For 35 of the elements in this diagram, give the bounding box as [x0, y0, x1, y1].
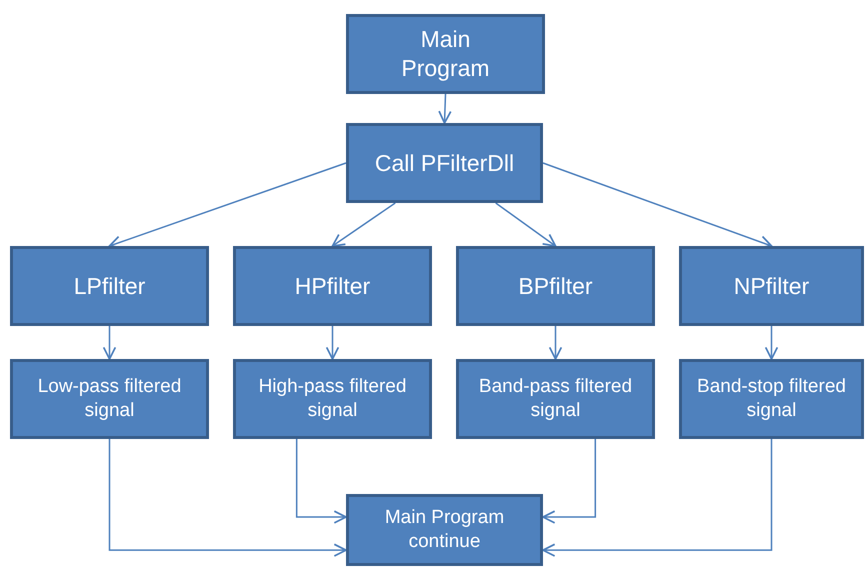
box-label: Low-pass filtered signal	[36, 375, 182, 423]
arrow	[326, 326, 340, 360]
arrow	[108, 439, 347, 557]
process-box	[346, 494, 543, 566]
arrow	[495, 202, 556, 247]
process-box	[679, 246, 864, 326]
process-box	[346, 14, 545, 94]
process-box	[346, 123, 543, 203]
arrow	[108, 162, 346, 249]
box-label: Band-pass filtered signal	[478, 375, 634, 423]
arrow	[438, 94, 452, 124]
box-label: High-pass filtered signal	[258, 375, 408, 423]
process-box	[456, 246, 655, 326]
arrow	[548, 326, 562, 360]
box-label: LPfilter	[74, 272, 146, 300]
arrow	[542, 162, 772, 248]
process-box	[10, 359, 209, 439]
process-box	[456, 359, 655, 439]
arrow	[332, 202, 396, 247]
box-label: HPfilter	[294, 272, 370, 300]
box-label: BPfilter	[518, 272, 593, 300]
arrow	[296, 439, 347, 524]
box-label: Main Program	[400, 25, 491, 83]
process-box	[233, 359, 432, 439]
box-label: Band-stop filtered signal	[696, 375, 847, 423]
process-box	[233, 246, 432, 326]
arrow	[542, 439, 596, 524]
arrow	[102, 326, 116, 360]
box-label: Main Program continue	[384, 506, 506, 554]
box-label: Call PFilterDll	[374, 148, 514, 178]
process-box	[679, 359, 864, 439]
arrow	[764, 326, 778, 360]
arrow	[542, 439, 772, 557]
process-box	[10, 246, 209, 326]
box-label: NPfilter	[734, 272, 810, 300]
